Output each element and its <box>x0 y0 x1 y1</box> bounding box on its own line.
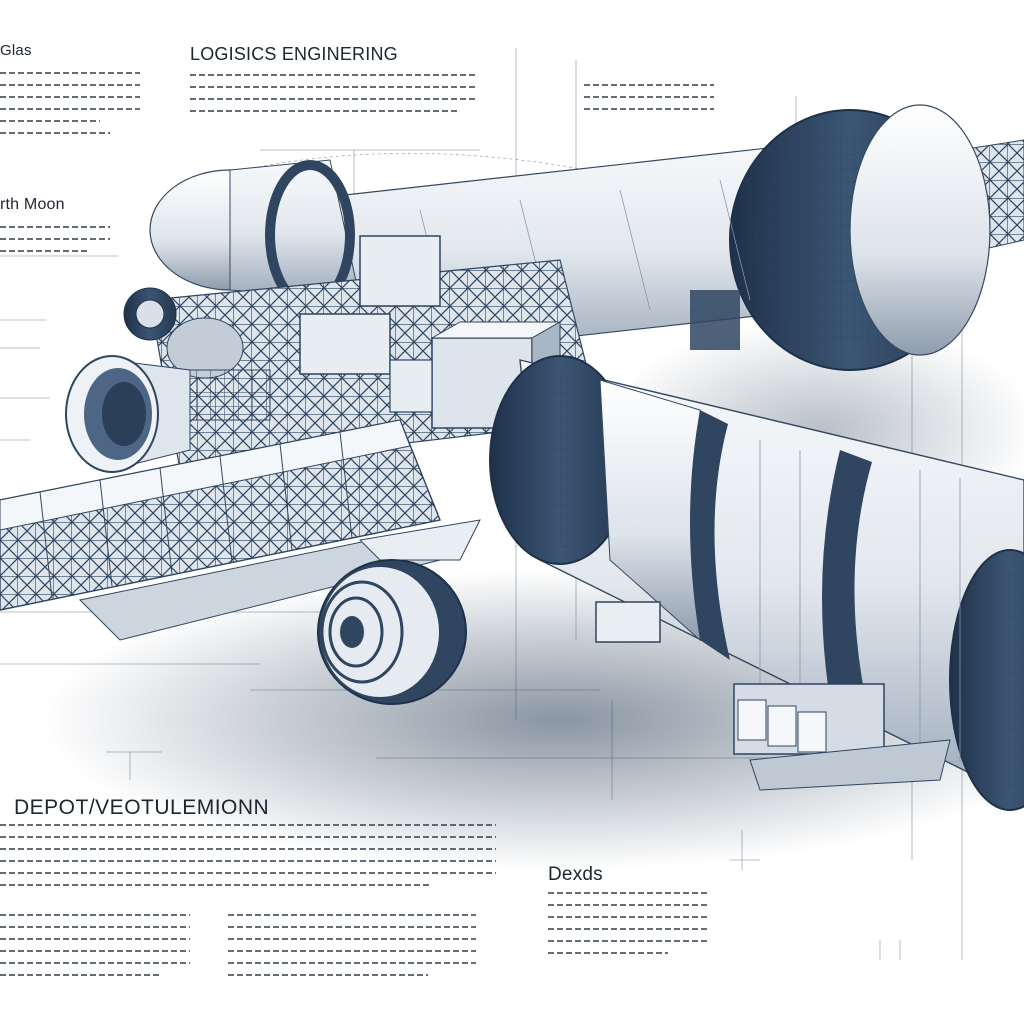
annotation-block-depot <box>0 824 496 896</box>
left-boom <box>0 419 481 641</box>
label-glas: Glas <box>0 42 32 59</box>
page-title: LOGISICS ENGINERING <box>190 44 398 64</box>
label-earth-moon: rth Moon <box>0 196 65 213</box>
central-truss <box>123 235 601 471</box>
annotation-block-bottom-left <box>0 914 190 986</box>
engine-nozzle-icon <box>65 355 191 473</box>
annotation-block-title <box>190 74 476 122</box>
annotation-block-moon <box>0 226 110 262</box>
main-hull-module <box>489 355 1024 811</box>
label-depot: DEPOT/VEOTULEMIONN <box>14 796 270 819</box>
annotation-block-top-right <box>584 84 714 120</box>
annotation-block-bottom-center <box>228 914 476 986</box>
annotation-block-top-left <box>0 72 140 144</box>
label-dexds: Dexds <box>548 864 603 885</box>
annotation-block-dexds <box>548 892 708 964</box>
wheel-icon <box>317 559 467 705</box>
upper-hull-module <box>149 104 1024 371</box>
